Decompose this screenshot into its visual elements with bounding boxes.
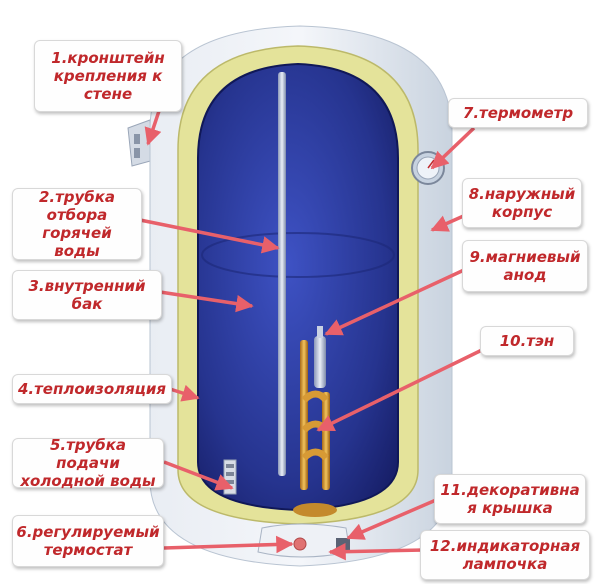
- arrow-7: [430, 126, 476, 170]
- thermometer-dial: [411, 151, 445, 185]
- arrow-10: [316, 347, 485, 432]
- arrow-2: [139, 218, 280, 254]
- anode-tip: [317, 326, 323, 338]
- label-bracket: 1.кронштейн крепления к стене: [34, 40, 182, 112]
- tank-seam: [201, 232, 395, 278]
- pointer-arrows: [139, 101, 485, 561]
- thermostat-knob: [336, 538, 350, 550]
- label-thermometer: 7.термометр: [448, 98, 588, 128]
- label-lamp: 12.индикаторная лампочка: [420, 530, 590, 580]
- label-thermostat: 6.регулируемый термостат: [12, 515, 164, 567]
- magnesium-anode: [314, 336, 326, 388]
- label-insulation: 4.теплоизоляция: [12, 374, 172, 404]
- arrow-12: [328, 542, 425, 561]
- arrow-6: [163, 535, 294, 554]
- arrow-3: [159, 290, 254, 313]
- label-inner-tank: 3.внутренний бак: [12, 270, 162, 320]
- label-hot-pipe: 2.трубка отбора горячей воды: [12, 188, 142, 260]
- arrow-4: [169, 384, 200, 402]
- label-anode: 9.магниевый анод: [462, 240, 588, 292]
- arrow-11: [346, 498, 437, 540]
- inner-tank-shape: [197, 62, 399, 512]
- arrow-5: [163, 460, 234, 491]
- label-cover: 11.декоративна я крышка: [434, 474, 586, 524]
- hot-water-pipe: [278, 72, 286, 476]
- label-cold-pipe: 5.трубка подачи холодной воды: [12, 436, 164, 490]
- indicator-lamp-shape: [293, 537, 307, 551]
- arrow-9: [324, 268, 465, 336]
- label-outer-case: 8.наружный корпус: [462, 178, 582, 228]
- label-heater: 10.тэн: [480, 326, 574, 356]
